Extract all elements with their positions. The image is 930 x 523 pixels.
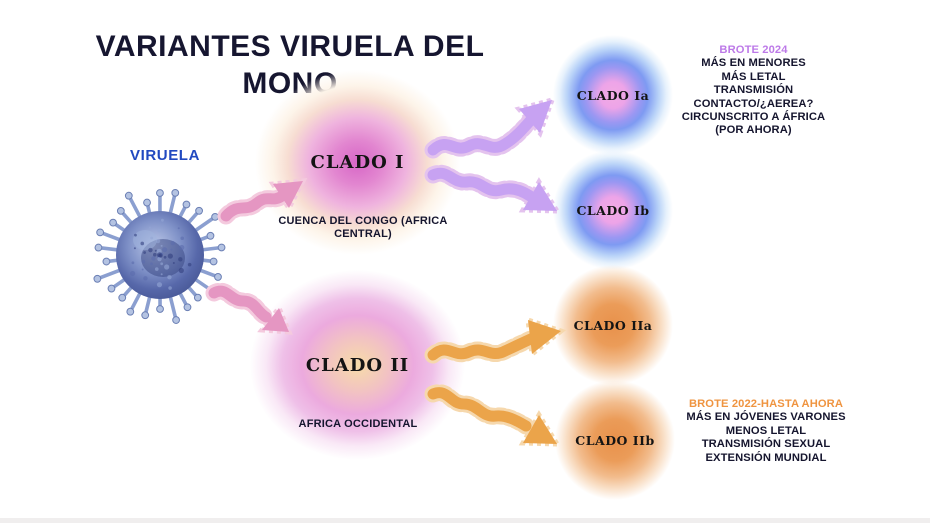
annotation-line: TRANSMISIÓN: [713, 84, 794, 97]
annotation-brote-2022-heading: BROTE 2022-HASTA AHORA: [688, 398, 844, 410]
node-clado-ia-label: CLADO Ia: [576, 87, 650, 103]
bottom-edge-strip: [0, 518, 930, 523]
node-clado-i-sublabel: CUENCA DEL CONGO (AFRICA CENTRAL): [278, 215, 448, 240]
viruela-label: VIRUELA: [129, 147, 201, 164]
node-clado-iia: CLADO IIa: [553, 265, 673, 385]
annotation-line: MÁS LETAL: [721, 70, 786, 83]
node-clado-i-label: CLADO I: [310, 152, 405, 173]
annotation-brote-2024: BROTE 2024 MÁS EN MENORES MÁS LETAL TRAN…: [656, 44, 851, 138]
node-clado-ib-label: CLADO Ib: [576, 202, 650, 218]
annotation-line: CONTACTO/¿AEREA?: [693, 97, 814, 110]
annotation-line: CIRCUNSCRITO A ÁFRICA: [681, 111, 826, 124]
node-clado-ii: CLADO II: [250, 270, 465, 460]
node-clado-ii-sublabel: AFRICA OCCIDENTAL: [298, 418, 418, 430]
annotation-line: TRANSMISIÓN SEXUAL: [701, 438, 831, 451]
node-clado-ii-label: CLADO II: [305, 354, 410, 376]
annotation-line: MENOS LETAL: [725, 424, 807, 437]
annotation-line: EXTENSIÓN MUNDIAL: [705, 451, 827, 464]
annotation-line: MÁS EN JÓVENES VARONES: [686, 411, 846, 424]
node-clado-iib-label: CLADO IIb: [575, 432, 655, 448]
node-clado-ia: CLADO Ia: [553, 35, 673, 155]
annotation-brote-2022: BROTE 2022-HASTA AHORA MÁS EN JÓVENES VA…: [662, 398, 870, 465]
virus-illustration: [85, 180, 235, 330]
node-clado-iib: CLADO IIb: [555, 380, 675, 500]
annotation-line: (POR AHORA): [715, 124, 792, 137]
node-clado-ib: CLADO Ib: [553, 150, 673, 270]
annotation-brote-2024-heading: BROTE 2024: [719, 44, 788, 56]
node-clado-iia-label: CLADO IIa: [573, 317, 653, 333]
virus-particle-icon: [93, 188, 226, 324]
annotation-line: MÁS EN MENORES: [701, 57, 806, 70]
